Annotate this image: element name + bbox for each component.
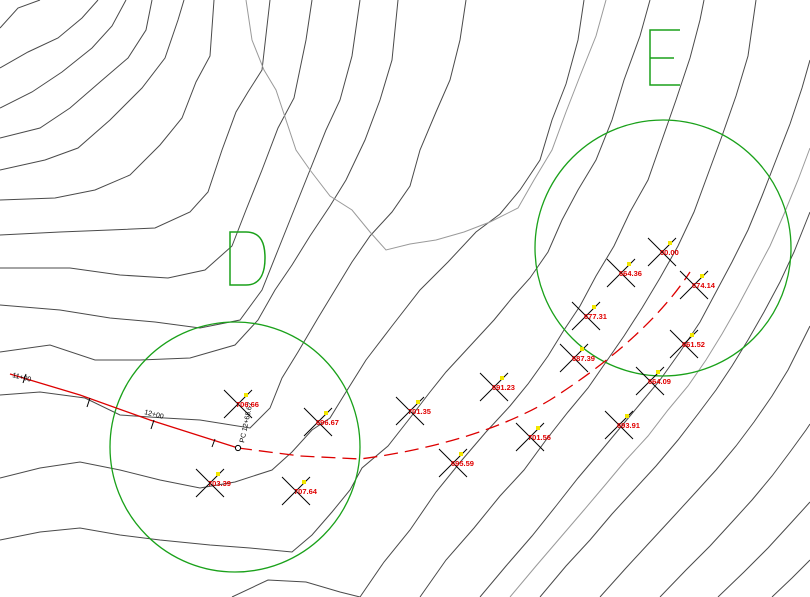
contour-line: [659, 423, 810, 597]
area-letter-d: D: [229, 231, 266, 286]
spot-elevation-label: 00.00: [660, 248, 679, 257]
centerline-curve: [237, 271, 691, 460]
contour-line: [419, 0, 757, 597]
spot-point-marker: [459, 452, 463, 456]
contour-line: [717, 501, 810, 597]
spot-elevation-label: 706.66: [236, 400, 259, 409]
spot-point-marker: [324, 411, 328, 415]
spot-elevation-label: 677.31: [584, 312, 607, 321]
spot-marker: 696.67: [303, 407, 339, 437]
spot-elevation-label: 687.39: [572, 354, 595, 363]
area-letter-e: E: [649, 29, 680, 86]
spot-elevation-label: 696.67: [316, 418, 339, 427]
spot-point-marker: [656, 370, 660, 374]
centerline-tangent: [9, 373, 239, 449]
spot-marker: 674.14: [679, 270, 716, 300]
spot-marker: 664.36: [606, 258, 642, 288]
contour-line: [0, 0, 185, 171]
spot-marker: 701.35: [395, 396, 431, 426]
contour-line: [0, 0, 153, 139]
spot-point-marker: [216, 472, 220, 476]
contour-line: [539, 211, 810, 597]
spot-elevation-label: 664.09: [648, 377, 671, 386]
area-circle-e: [534, 119, 792, 377]
contour-line: [0, 0, 41, 29]
spot-point-marker: [536, 426, 540, 430]
area-letter-d-glyph: [229, 231, 266, 286]
contour-line: [0, 0, 215, 201]
contour-line: [0, 0, 361, 329]
spot-elevation-label: 701.56: [528, 433, 551, 442]
area-letter-e-glyph: [649, 29, 680, 86]
spot-marker: 691.23: [479, 372, 515, 402]
station-label-11: 11+00: [12, 372, 32, 383]
spot-marker: 695.59: [438, 448, 474, 478]
spot-point-marker: [690, 333, 694, 337]
station-tick: [22, 373, 27, 384]
spot-point-marker: [580, 347, 584, 351]
contour-line: [245, 0, 607, 251]
contour-line: [0, 0, 99, 69]
contour-line: [479, 59, 810, 597]
contour-line: [0, 0, 127, 109]
spot-point-marker: [244, 393, 248, 397]
spot-elevation-label: 701.35: [408, 407, 431, 416]
contour-line: [0, 0, 585, 489]
spot-point-marker: [668, 241, 672, 245]
spot-point-marker: [302, 480, 306, 484]
spot-elevation-label: 691.23: [492, 383, 515, 392]
spot-marker: 707.64: [281, 476, 318, 506]
contour-line: [359, 0, 705, 597]
spot-elevation-label: 664.36: [619, 269, 642, 278]
spot-marker: 706.66: [223, 389, 259, 419]
spot-elevation-label: 703.39: [208, 479, 231, 488]
spot-marker: 701.56: [515, 422, 551, 452]
area-circle-d: [109, 321, 361, 573]
spot-point-marker: [416, 400, 420, 404]
contour-line: [771, 559, 810, 597]
contour-line: [0, 0, 399, 361]
station-tick: [86, 397, 91, 408]
spot-elevation-label: 674.14: [692, 281, 716, 290]
spot-point-marker: [627, 262, 631, 266]
contour-line: [231, 579, 361, 597]
spot-elevation-label: 695.59: [451, 459, 474, 468]
contour-line: [0, 0, 651, 553]
station-tick: [211, 438, 216, 448]
spot-marker: 664.09: [635, 366, 671, 396]
spot-point-marker: [500, 376, 504, 380]
station-label-12: 12+00: [144, 409, 165, 421]
contour-line: [0, 0, 271, 236]
spot-elevation-label: 707.64: [294, 487, 318, 496]
spot-marker: 00.00: [647, 237, 679, 267]
spot-elevation-label: 693.91: [617, 421, 640, 430]
spot-point-marker: [700, 274, 704, 278]
spot-point-marker: [592, 305, 596, 309]
spot-marker: 677.31: [571, 301, 607, 331]
spot-marker: 687.39: [559, 343, 595, 373]
contour-line: [509, 147, 810, 597]
spot-point-marker: [625, 414, 629, 418]
spot-marker: 703.39: [195, 468, 231, 498]
spot-marker: 693.91: [604, 410, 640, 440]
contour-line: [0, 0, 467, 429]
contour-line: [599, 325, 810, 597]
curve-point-marker: [234, 444, 242, 452]
spot-elevations: 706.66 696.67 703.39 707.64 701.35 691.23 695.…: [195, 237, 716, 506]
spot-elevation-label: 661.52: [682, 340, 705, 349]
contour-line: [0, 0, 313, 279]
spot-marker: 661.52: [669, 329, 705, 359]
station-tick: [150, 419, 155, 430]
